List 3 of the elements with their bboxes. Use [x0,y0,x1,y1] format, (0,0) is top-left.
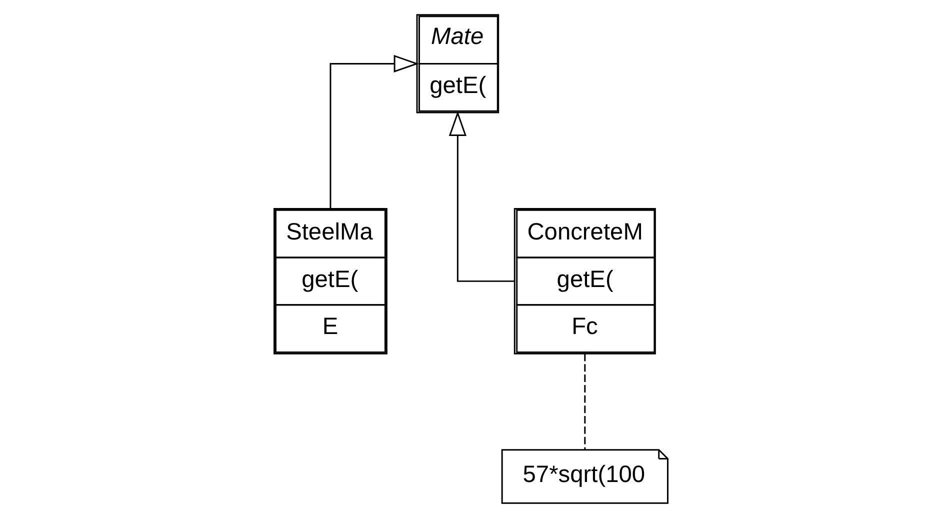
arrow [448,110,515,282]
arrow [330,54,419,208]
connector [584,353,586,449]
